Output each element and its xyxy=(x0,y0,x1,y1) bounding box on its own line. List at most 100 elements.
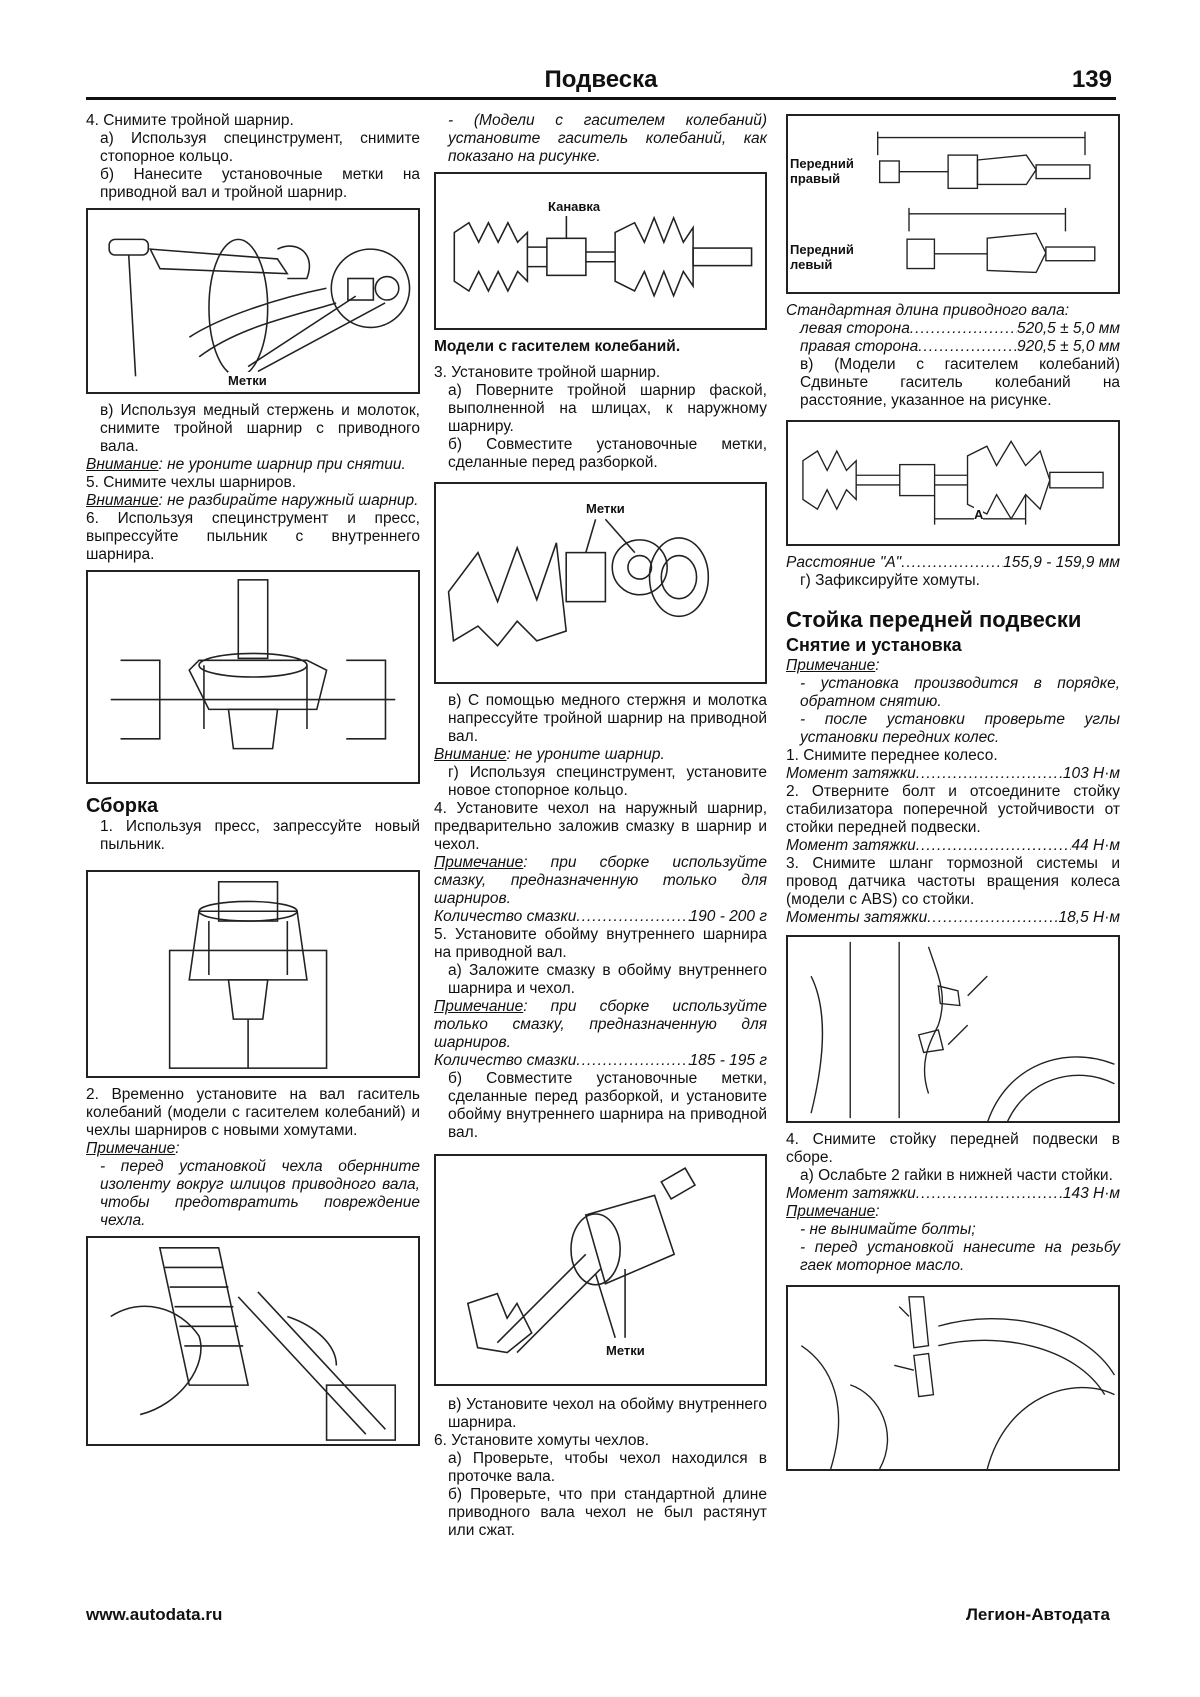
figure-caption: Модели с гасителем колебаний. xyxy=(434,338,681,355)
note-label: Примечание xyxy=(434,854,524,871)
figure-label: А xyxy=(974,506,984,524)
warning-text: : не уроните шарнир. xyxy=(506,746,665,763)
hammer-joint-illustration xyxy=(108,238,411,378)
step-text: 6. Установите хомуты чехлов. xyxy=(434,1432,650,1449)
step-text: а) Поверните тройной шарнир фаской, выпо… xyxy=(448,382,767,435)
note-item: - перед установкой чехла обернните изоле… xyxy=(100,1158,420,1229)
page-number: 139 xyxy=(1071,66,1112,93)
warning-text: : не уроните шарнир при снятии. xyxy=(158,456,406,473)
distance-a-illustration xyxy=(802,440,1104,525)
right-length: правая сторона920,5 ± 5,0 мм xyxy=(786,338,1120,356)
step-text: 4. Снимите стойку передней подвески в сб… xyxy=(786,1131,1120,1166)
warning-label: Внимание xyxy=(86,456,159,473)
step-text: б) Совместите установочные метки, сделан… xyxy=(448,1070,767,1141)
left-length: левая сторона520,5 ± 5,0 мм xyxy=(786,320,1120,338)
figure-label: Метки xyxy=(228,372,267,390)
section-title: Подвеска xyxy=(544,66,658,93)
column-1: 4. Снимите тройной шарнир. а) Используя … xyxy=(86,112,420,1454)
note-label: Примечание xyxy=(786,657,876,674)
column-3: Передний правый Передний левый Стандартн… xyxy=(786,112,1120,1479)
torque-2: Момент затяжки44 Н·м xyxy=(786,837,1120,855)
footer-website: www.autodata.ru xyxy=(86,1605,223,1624)
torque-1: Момент затяжки103 Н·м xyxy=(786,765,1120,783)
figure-label: Канавка xyxy=(548,198,601,216)
step-text: б) Проверьте, что при стандартной длине … xyxy=(448,1486,767,1539)
figure-outer-race-marks: Метки xyxy=(434,1154,767,1386)
outer-race-illustration xyxy=(466,1167,697,1354)
assembly-heading: Сборка xyxy=(86,795,159,817)
step-text: 2. Временно установите на вал гаситель к… xyxy=(86,1086,420,1139)
figure-tripod-marks: Метки xyxy=(86,208,420,394)
step-text: 5. Снимите чехлы шарниров. xyxy=(86,474,297,491)
note-label: Примечание xyxy=(786,1203,876,1220)
spec-title: Стандартная длина приводного вала: xyxy=(786,302,1070,319)
press-illustration xyxy=(110,579,396,750)
step-text: г) Зафиксируйте хомуты. xyxy=(800,572,980,589)
figure-press-new-boot xyxy=(86,870,420,1078)
note-item: - установка производится в порядке, обра… xyxy=(800,675,1120,710)
note-text: : xyxy=(875,657,880,674)
note-text: : xyxy=(175,1140,180,1157)
step-text: 1. Используя пресс, запрессуйте новый пы… xyxy=(100,818,420,853)
note-text: : xyxy=(875,1203,880,1220)
step-text: 3. Снимите шланг тормозной системы и про… xyxy=(786,855,1120,908)
figure-brake-hose xyxy=(786,935,1120,1123)
note-label: Примечание xyxy=(434,998,524,1015)
figure-tripod-marks: Метки xyxy=(434,482,767,684)
figure-press-boot xyxy=(86,570,420,784)
note-text: : при сборке используйте смазку, предназ… xyxy=(434,854,767,907)
note-item: - не вынимайте болты; xyxy=(800,1221,976,1238)
figure-tape-splines xyxy=(86,1236,420,1446)
step-text: 6. Используя специнструмент и пресс, вып… xyxy=(86,510,420,563)
figure-label: Передний левый xyxy=(790,242,868,272)
step-text: а) Заложите смазку в обойму внутреннего … xyxy=(448,962,767,997)
note-text: : при сборке используйте только смазку, … xyxy=(434,998,767,1051)
strut-nuts-illustration xyxy=(800,1296,1116,1469)
warning-label: Внимание xyxy=(86,492,159,509)
step-text: б) Совместите установочные метки, сделан… xyxy=(448,436,767,471)
step-text: 5. Установите обойму внутреннего шарнира… xyxy=(434,926,767,961)
press-boot-illustration xyxy=(168,881,328,1069)
distance-a-spec: Расстояние "А"155,9 - 159,9 мм xyxy=(786,554,1120,572)
warning-text: : не разбирайте наружный шарнир. xyxy=(158,492,419,509)
note-item: - после установки проверьте углы установ… xyxy=(800,711,1120,746)
tape-illustration xyxy=(110,1247,397,1441)
grease-amount-1: Количество смазки190 - 200 г xyxy=(434,908,767,926)
figure-label: Метки xyxy=(586,500,625,518)
figure-label: Метки xyxy=(606,1342,645,1360)
step-text: 4. Снимите тройной шарнир. xyxy=(86,112,294,129)
step-text: 4. Установите чехол на наружный шарнир, … xyxy=(434,800,767,853)
note-label: Примечание xyxy=(86,1140,176,1157)
figure-damper: Канавка xyxy=(434,172,767,330)
step-text: в) С помощью медного стержня и молотка н… xyxy=(448,692,767,745)
step-text: 3. Установите тройной шарнир. xyxy=(434,364,661,381)
tripod-illustration xyxy=(447,518,710,647)
grease-amount-2: Количество смазки185 - 195 г xyxy=(434,1052,767,1070)
step-text: в) (Модели с гасителем колебаний) Сдвинь… xyxy=(800,356,1120,409)
note-item: - перед установкой нанесите на резьбу га… xyxy=(800,1239,1120,1274)
footer-publisher: Легион-Автодата xyxy=(965,1605,1110,1624)
strut-heading: Стойка передней подвески xyxy=(786,607,1082,632)
removal-heading: Снятие и установка xyxy=(786,635,962,655)
step-text: а) Используя специнструмент, снимите сто… xyxy=(100,130,420,165)
figure-distance-a: А xyxy=(786,420,1120,546)
warning-label: Внимание xyxy=(434,746,507,763)
step-text: в) Установите чехол на обойму внутреннег… xyxy=(448,1396,767,1431)
step-text: а) Проверьте, чтобы чехол находился в пр… xyxy=(448,1450,767,1485)
step-text: в) Используя медный стержень и молоток, … xyxy=(100,402,420,455)
figure-label: Передний правый xyxy=(790,156,868,186)
step-text: 2. Отверните болт и отсоедините стойку с… xyxy=(786,783,1120,836)
step-text: 1. Снимите переднее колесо. xyxy=(786,747,998,764)
column-2: - (Модели с гасителем колебаний) установ… xyxy=(434,112,767,1540)
torque-4: Момент затяжки143 Н·м xyxy=(786,1185,1120,1203)
figure-shaft-lengths: Передний правый Передний левый xyxy=(786,114,1120,294)
page-header: Подвеска 139 xyxy=(86,66,1116,100)
driveshaft-damper-illustration xyxy=(453,214,753,298)
step-text: а) Ослабьте 2 гайки в нижней части стойк… xyxy=(800,1167,1113,1184)
torque-3: Моменты затяжки18,5 Н·м xyxy=(786,909,1120,927)
step-text: г) Используя специнструмент, установите … xyxy=(448,764,767,799)
shaft-lengths-illustration xyxy=(877,131,1096,274)
figure-strut-nuts xyxy=(786,1285,1120,1471)
intro-text: - (Модели с гасителем колебаний) установ… xyxy=(448,112,767,165)
step-text: б) Нанесите установочные метки на привод… xyxy=(100,166,420,201)
